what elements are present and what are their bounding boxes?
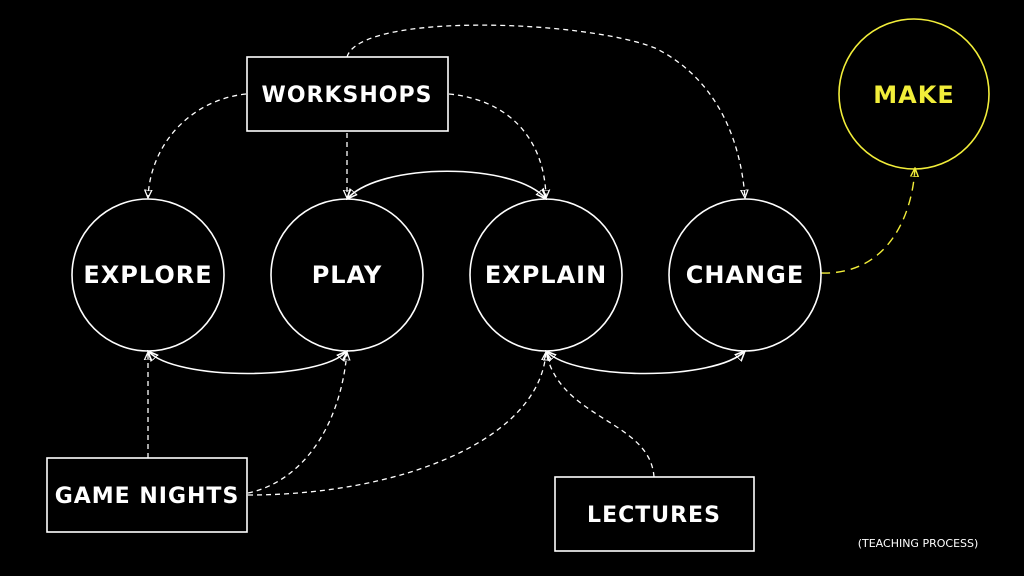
node-play-label: PLAY: [312, 261, 383, 289]
node-explain: EXPLAIN: [469, 198, 623, 352]
node-make-label: MAKE: [873, 81, 954, 109]
arrow-play-to-explain: [347, 170, 546, 199]
dashed-connections: [148, 24, 745, 496]
node-explain-label: EXPLAIN: [485, 261, 607, 289]
box-lectures: LECTURES: [554, 476, 755, 552]
arrow-gamenights-to-play: [247, 352, 347, 494]
node-play: PLAY: [270, 198, 424, 352]
arrow-workshops-to-explain: [448, 93, 546, 198]
box-lectures-label: LECTURES: [587, 503, 721, 528]
node-change-label: CHANGE: [686, 261, 804, 289]
arrow-explain-to-change: [546, 351, 745, 375]
arrow-workshops-to-explore: [148, 93, 247, 198]
diagram-caption: (TEACHING PROCESS): [858, 537, 979, 550]
arrow-workshops-to-change: [346, 24, 745, 198]
box-game-nights: GAME NIGHTS: [46, 457, 248, 533]
node-change: CHANGE: [668, 198, 822, 352]
node-play-circle: [270, 198, 424, 352]
node-change-circle: [668, 198, 822, 352]
node-make-circle: [838, 18, 990, 170]
node-explore-circle: [71, 198, 225, 352]
box-game-nights-label: GAME NIGHTS: [55, 484, 240, 509]
arrow-change-to-make: [820, 168, 915, 274]
node-explore-label: EXPLORE: [83, 261, 212, 289]
arrow-explore-to-play: [148, 351, 347, 375]
arrow-lectures-to-explain: [546, 352, 655, 478]
box-workshops: WORKSHOPS: [246, 56, 449, 132]
arrow-gamenights-to-explain: [247, 352, 546, 496]
box-lectures-rect: [554, 476, 755, 552]
box-workshops-label: WORKSHOPS: [262, 83, 433, 108]
node-explain-circle: [469, 198, 623, 352]
box-workshops-rect: [246, 56, 449, 132]
box-game-nights-rect: [46, 457, 248, 533]
solid-connections: [148, 170, 745, 375]
node-explore: EXPLORE: [71, 198, 225, 352]
node-make: MAKE: [838, 18, 990, 170]
